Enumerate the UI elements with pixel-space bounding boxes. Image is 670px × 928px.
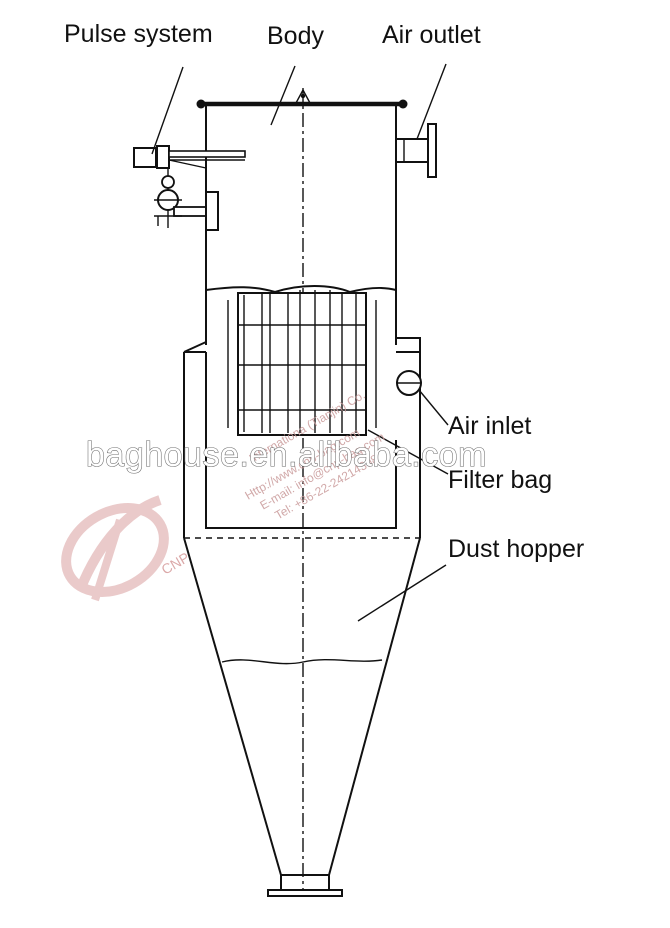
air-outlet-pipe: [396, 123, 437, 178]
label-air-inlet: Air inlet: [448, 412, 531, 440]
pulse-valve-assembly: [133, 145, 246, 231]
label-body: Body: [267, 22, 324, 50]
watermark-site: baghouse.en.alibaba.com: [86, 436, 487, 474]
label-dust-hopper: Dust hopper: [448, 535, 584, 563]
leader-air-outlet: [416, 63, 447, 140]
label-filter-bag: Filter bag: [448, 466, 552, 494]
leader-lines: [151, 63, 449, 622]
watermark-logo: [61, 495, 169, 602]
leader-pulse-system: [151, 66, 184, 155]
filter-bag-bundle: [205, 285, 397, 436]
leader-dust-hopper: [357, 564, 447, 622]
lower-housing: [183, 337, 421, 538]
leader-filter-bag: [367, 429, 449, 475]
label-air-outlet: Air outlet: [382, 21, 481, 49]
air-inlet-port: [396, 370, 422, 396]
leader-air-inlet: [418, 389, 449, 426]
leader-body: [270, 65, 296, 126]
top-cover: [196, 88, 408, 109]
label-pulse-system: Pulse system: [64, 20, 213, 48]
dust-hopper: [183, 537, 421, 897]
